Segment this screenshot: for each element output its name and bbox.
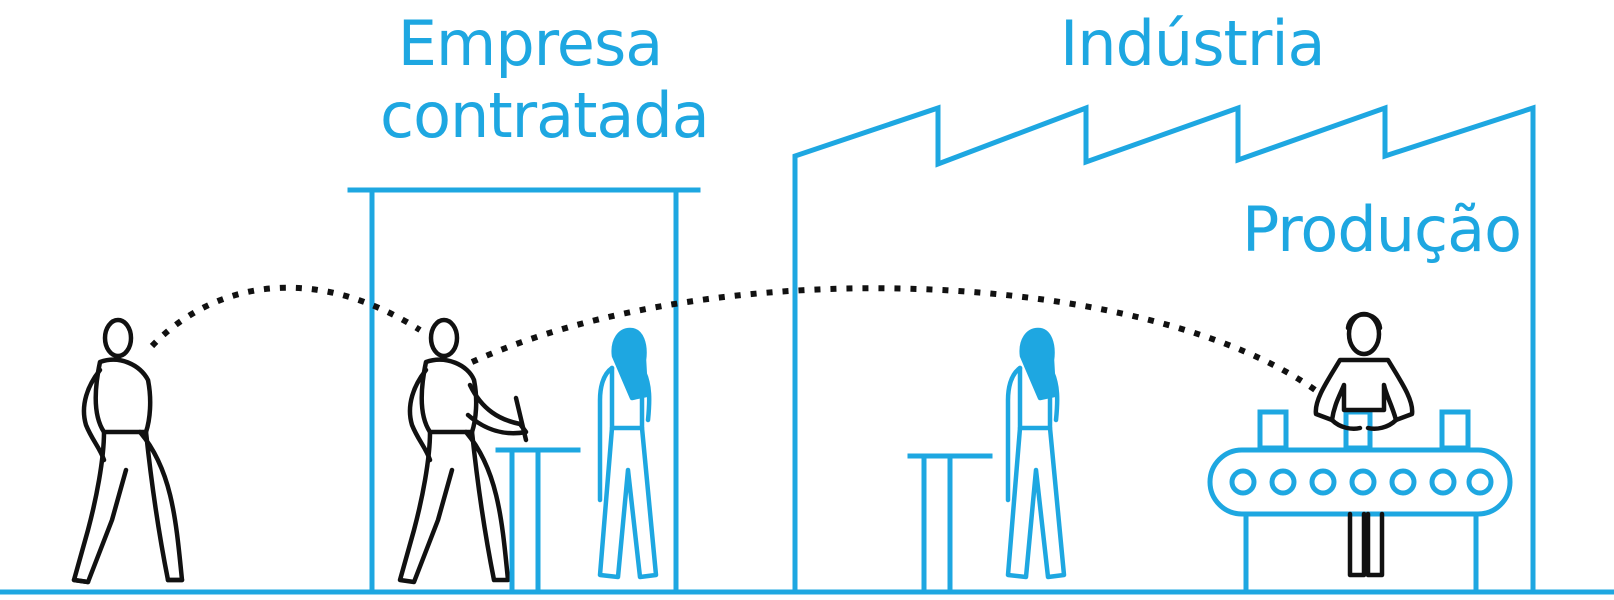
conveyor-box (1439, 409, 1471, 451)
company-title: Empresa contratada (380, 7, 710, 152)
path-company-to-production (470, 285, 1320, 395)
conveyor-box (1257, 409, 1289, 451)
factory-desk (907, 453, 993, 595)
company-building (347, 187, 701, 595)
production-title: Produção (1242, 193, 1522, 266)
company-title-line1: Empresa (397, 7, 664, 80)
company-desk (495, 447, 581, 595)
industry-title: Indústria (1060, 7, 1326, 80)
production-worker (1313, 311, 1415, 578)
factory-building (792, 104, 1536, 595)
conveyor-belt (1207, 447, 1513, 517)
production-conveyor (1207, 409, 1513, 595)
person-writing-company (397, 317, 529, 585)
path-walker-to-company (149, 284, 422, 349)
woman-company (597, 327, 659, 580)
walking-person-left (71, 317, 185, 585)
woman-factory (1005, 327, 1067, 580)
company-title-line2: contratada (380, 79, 710, 152)
